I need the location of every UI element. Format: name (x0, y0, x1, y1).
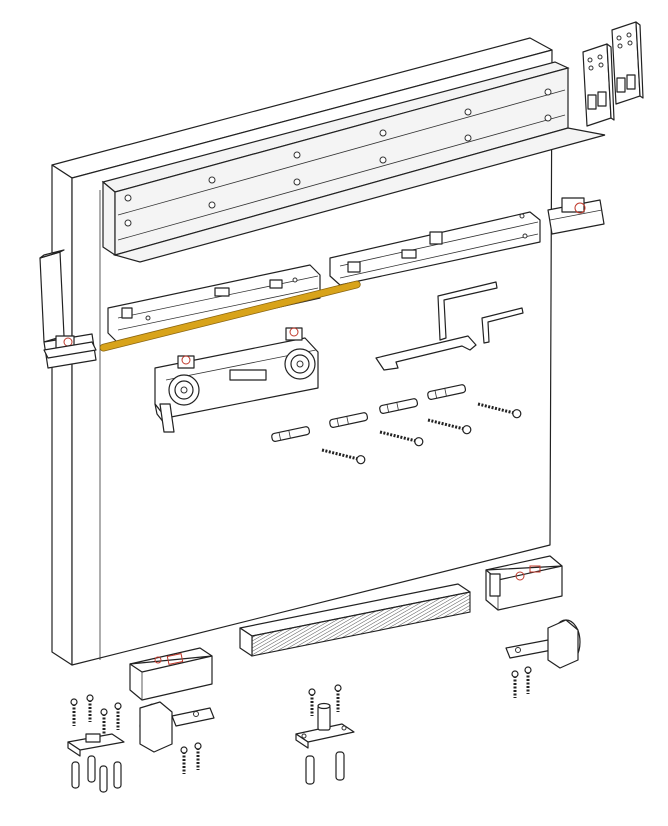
floor-guide-pin-screws (305, 684, 345, 785)
top-track-rail (101, 61, 606, 263)
bottom-guide-block-left (129, 647, 213, 701)
wall-plugs (271, 384, 467, 442)
bottom-guide-wheel-right (505, 619, 581, 669)
left-hardware-group (67, 694, 125, 793)
floor-guide-pin (295, 702, 355, 749)
bottom-guide-wheel-left-screws (180, 742, 202, 774)
soft-close-damper-left (107, 264, 321, 344)
track-end-stopper-left (43, 333, 97, 369)
brush-seal (239, 583, 471, 657)
track-end-stopper-right (547, 197, 605, 235)
end-cap-plates (582, 21, 644, 127)
left-side-stopper-block (39, 249, 65, 343)
wood-screws (321, 402, 522, 465)
bottom-guide-wheel-left (139, 701, 215, 753)
bottom-guide-wheel-right-screws (511, 666, 532, 698)
bottom-guide-block-right (485, 555, 563, 611)
spacer-gauge (375, 335, 477, 371)
soft-close-damper-right (329, 211, 541, 286)
top-roller-trolley (154, 327, 319, 433)
hex-keys (437, 281, 524, 344)
connecting-rod (99, 280, 361, 352)
